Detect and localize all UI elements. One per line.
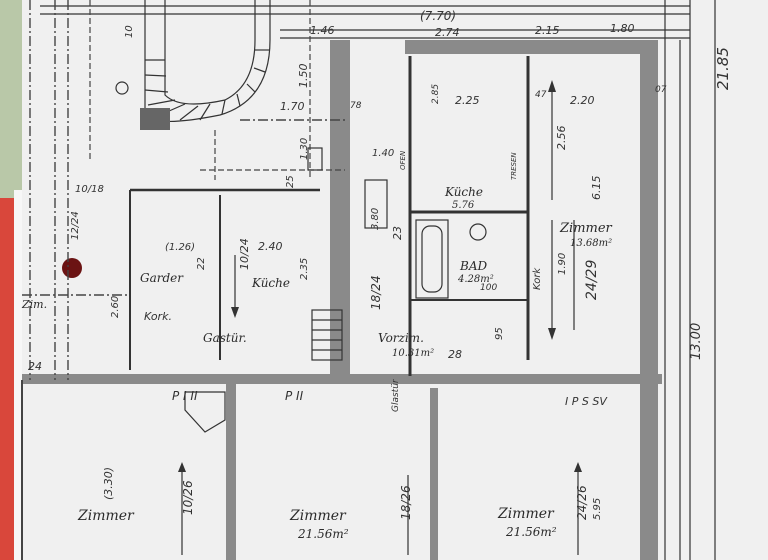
room-garder-name: Garder [140,271,184,285]
dim-28: 28 [448,348,462,361]
dim-1018: 10/18 [75,184,104,195]
room-zimmer-right-name: Zimmer [559,221,613,236]
room-kueche-top-name: Küche [444,185,483,199]
dim-22: 22 [196,257,207,270]
small-stair [311,309,343,361]
dim-07: 07 [655,85,667,95]
dim-285: 2.85 [431,84,441,104]
small-box [307,147,323,171]
bathtub [415,219,487,299]
dim-225: 2.25 [455,94,480,107]
bottom-partition-right [430,388,438,560]
dim-top-146: 1.46 [310,24,335,37]
dim-right-2185: 21.85 [714,47,732,90]
room-vorzim-name: Vorzim. [378,331,424,345]
room-zimmer-bm-name: Zimmer [289,508,347,524]
room-zimmer-right-dims: 24/29 [584,260,600,300]
label-ips: I P S SV [565,395,608,408]
dim-25: 25 [285,175,296,188]
dim-1224: 12/24 [70,211,81,240]
green-edge-strip [0,0,22,200]
room-zimmer-br-area: 21.56m² [505,525,557,539]
dim-top-215: 2.15 [535,24,560,37]
label-tresen: TRESEN [510,152,518,180]
dim-220: 2.20 [570,94,595,107]
dim-1824: 18/24 [369,275,383,310]
punch-hole [62,258,82,278]
room-vorzim-area: 10.31m² [392,348,434,359]
room-zimmer-right-area: 13.68m² [570,238,612,249]
label-kork: Kork. [144,310,172,323]
dim-140: 1.40 [372,148,394,159]
label-gastuer: Gastür. [203,331,247,345]
room-zimmer-br-name: Zimmer [497,506,555,522]
label-pii: P II [285,389,304,403]
room-zimmer-bm-area: 21.56m² [297,527,349,541]
room-kueche-top-area: 5.76 [452,200,475,211]
room-zimmer-bl-name: Zimmer [77,508,135,524]
dim-260: 2.60 [110,296,121,318]
paper-edge [14,190,22,560]
ofen-box [364,179,388,229]
dim-130: 1.30 [299,138,310,160]
room-arrows [178,80,582,555]
room-zimmer-br-dims: 24/26 [575,485,589,520]
dim-190: 1.90 [557,253,568,275]
room-kueche-left-name: Küche [251,276,290,290]
label-pi: P I II [172,389,198,403]
stair-side-wall [330,40,350,380]
dim-100: 100 [480,283,497,293]
door-swing [184,391,226,433]
dim-24: 24 [28,360,42,373]
dim-47: 47 [535,90,547,100]
spiral-staircase [115,0,271,130]
label-glastuer: Glastür [391,378,401,412]
dim-78: 78 [350,101,362,111]
bottom-partition-left [226,384,236,560]
dim-95: 95 [494,327,505,340]
dim-23: 23 [391,226,404,240]
label-kork-right: Kork [532,267,543,290]
room-bad-name: BAD [459,259,487,273]
dim-right-1300: 13.00 [689,323,704,360]
dim-330: (3.30) [102,467,115,500]
dim-top-180: 1.80 [610,22,635,35]
dim-10: 10 [124,25,135,38]
room-zimmer-bm-dims: 18/26 [399,485,413,520]
dim-235: 2.35 [299,258,310,280]
east-wall [640,40,658,560]
dim-240: 2.40 [258,240,283,253]
dim-top-274: 2.74 [435,26,460,39]
room-zimmer-right-side: 6.15 [590,176,603,201]
dim-126: (1.26) [165,242,195,253]
dim-380: 3.80 [370,208,381,230]
label-zim: Zim. [21,298,47,311]
dim-150: 1.50 [297,64,310,89]
dim-1024: 10/24 [238,238,251,270]
corridor-wall [22,374,662,384]
room-zimmer-br-side: 5.95 [592,498,603,520]
north-wall-right [405,40,658,54]
label-ofen: OFEN [399,150,407,170]
dim-170: 1.70 [280,100,305,113]
dim-1026: 10/26 [181,480,195,515]
room-bad-area: 4.28m² [457,274,494,285]
dim-top-770: (7.70) [420,9,456,23]
dim-256: 2.56 [555,126,568,151]
